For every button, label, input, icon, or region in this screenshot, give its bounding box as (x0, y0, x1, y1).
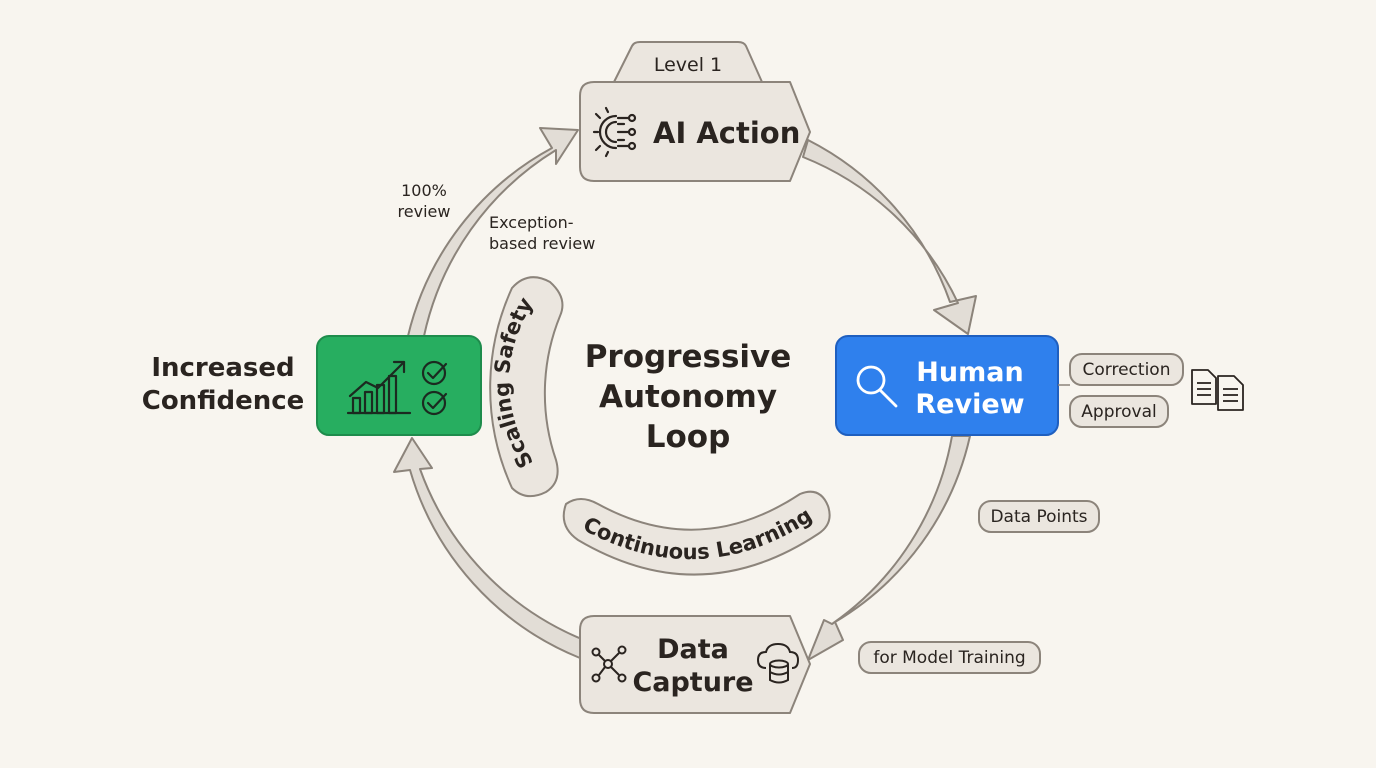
ring-arrow-confidence-to-action (407, 127, 579, 337)
approval-chip: Approval (1069, 395, 1169, 428)
increased-confidence-node[interactable] (316, 335, 482, 436)
human-review-label-line2: Review (915, 389, 1024, 420)
ring-arrow-capture-to-confidence (393, 437, 585, 659)
cloud-database-icon (756, 642, 800, 684)
ai-action-node[interactable]: AI Action (579, 81, 811, 182)
page-title: Progressive Autonomy Loop (568, 337, 808, 457)
correction-chip: Correction (1069, 353, 1184, 386)
full-review-note: 100% review (397, 181, 451, 221)
level-tab-label: Level 1 (654, 54, 722, 76)
human-review-node[interactable]: Human Review (835, 335, 1059, 436)
model-training-chip: for Model Training (858, 641, 1041, 674)
scaling-safety-arc: Scaling Safety (489, 276, 564, 498)
ai-action-label: AI Action (653, 116, 800, 150)
growth-chart-icon (346, 360, 412, 415)
exception-review-note: Exception- based review (489, 213, 596, 253)
gear-circuit-icon (592, 106, 637, 158)
increased-confidence-label: Increased Confidence (141, 353, 305, 416)
ring-arrow-ai-to-review (802, 139, 977, 335)
ring-arrow-review-to-capture (807, 435, 971, 661)
continuous-learning-arc: Continuous Learning (562, 490, 831, 576)
data-points-chip: Data Points (978, 500, 1100, 533)
page-title-line1: Progressive (584, 339, 792, 375)
page-title-line2: Autonomy (598, 379, 778, 415)
data-capture-label-line2: Capture (632, 667, 753, 698)
network-nodes-icon (591, 645, 627, 683)
page-title-line3: Loop (645, 419, 731, 455)
data-capture-node[interactable]: Data Capture (579, 615, 811, 714)
level-tab: Level 1 (613, 41, 763, 83)
magnifier-icon (856, 365, 898, 408)
documents-icon (1191, 369, 1244, 411)
double-check-icon (421, 360, 448, 416)
data-capture-label-line1: Data (657, 634, 729, 665)
human-review-label-line1: Human (916, 357, 1023, 388)
